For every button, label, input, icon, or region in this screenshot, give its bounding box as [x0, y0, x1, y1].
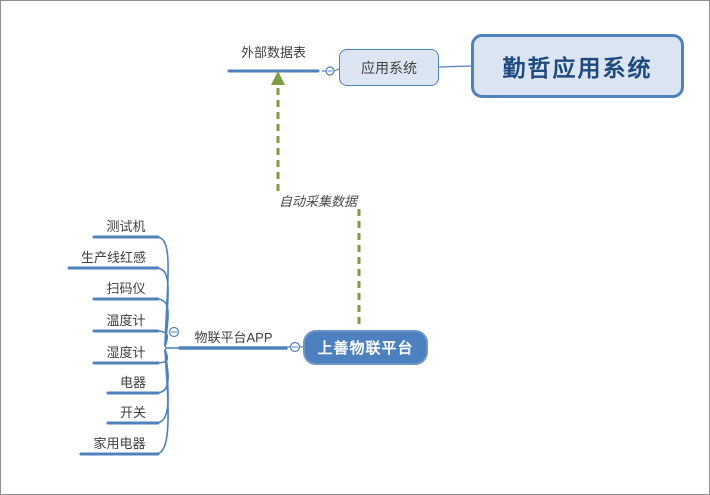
connector-line: [438, 65, 472, 68]
node-application-system[interactable]: 应用系统: [339, 49, 439, 86]
relationship-label-auto-collect-data[interactable]: 自动采集数据: [279, 194, 358, 209]
connector-line: [333, 68, 340, 72]
node-root-qinzhe-application-system[interactable]: 勤哲应用系统: [471, 34, 684, 98]
node-external-data-table[interactable]: 外部数据表: [240, 45, 306, 60]
branch-curve: [155, 267, 169, 346]
branch-curve: [155, 349, 169, 455]
device-node-tester[interactable]: 测试机: [106, 219, 146, 234]
device-node-home-appliance[interactable]: 家用电器: [93, 436, 146, 451]
branch-curve: [155, 330, 169, 348]
device-node-switch[interactable]: 开关: [119, 405, 146, 420]
device-node-production-line[interactable]: 生产线红感: [80, 250, 146, 265]
arrow-up-icon: [271, 71, 285, 85]
device-node-hygrometer[interactable]: 湿度计: [106, 345, 146, 360]
node-shangshan-iot-platform[interactable]: 上善物联平台: [303, 330, 428, 365]
node-iot-platform-app[interactable]: 物联平台APP: [194, 330, 273, 345]
device-node-thermometer[interactable]: 温度计: [106, 313, 146, 328]
device-node-electric[interactable]: 电器: [119, 375, 146, 390]
branch-curve: [155, 298, 169, 347]
device-node-scanner[interactable]: 扫码仪: [106, 281, 146, 296]
